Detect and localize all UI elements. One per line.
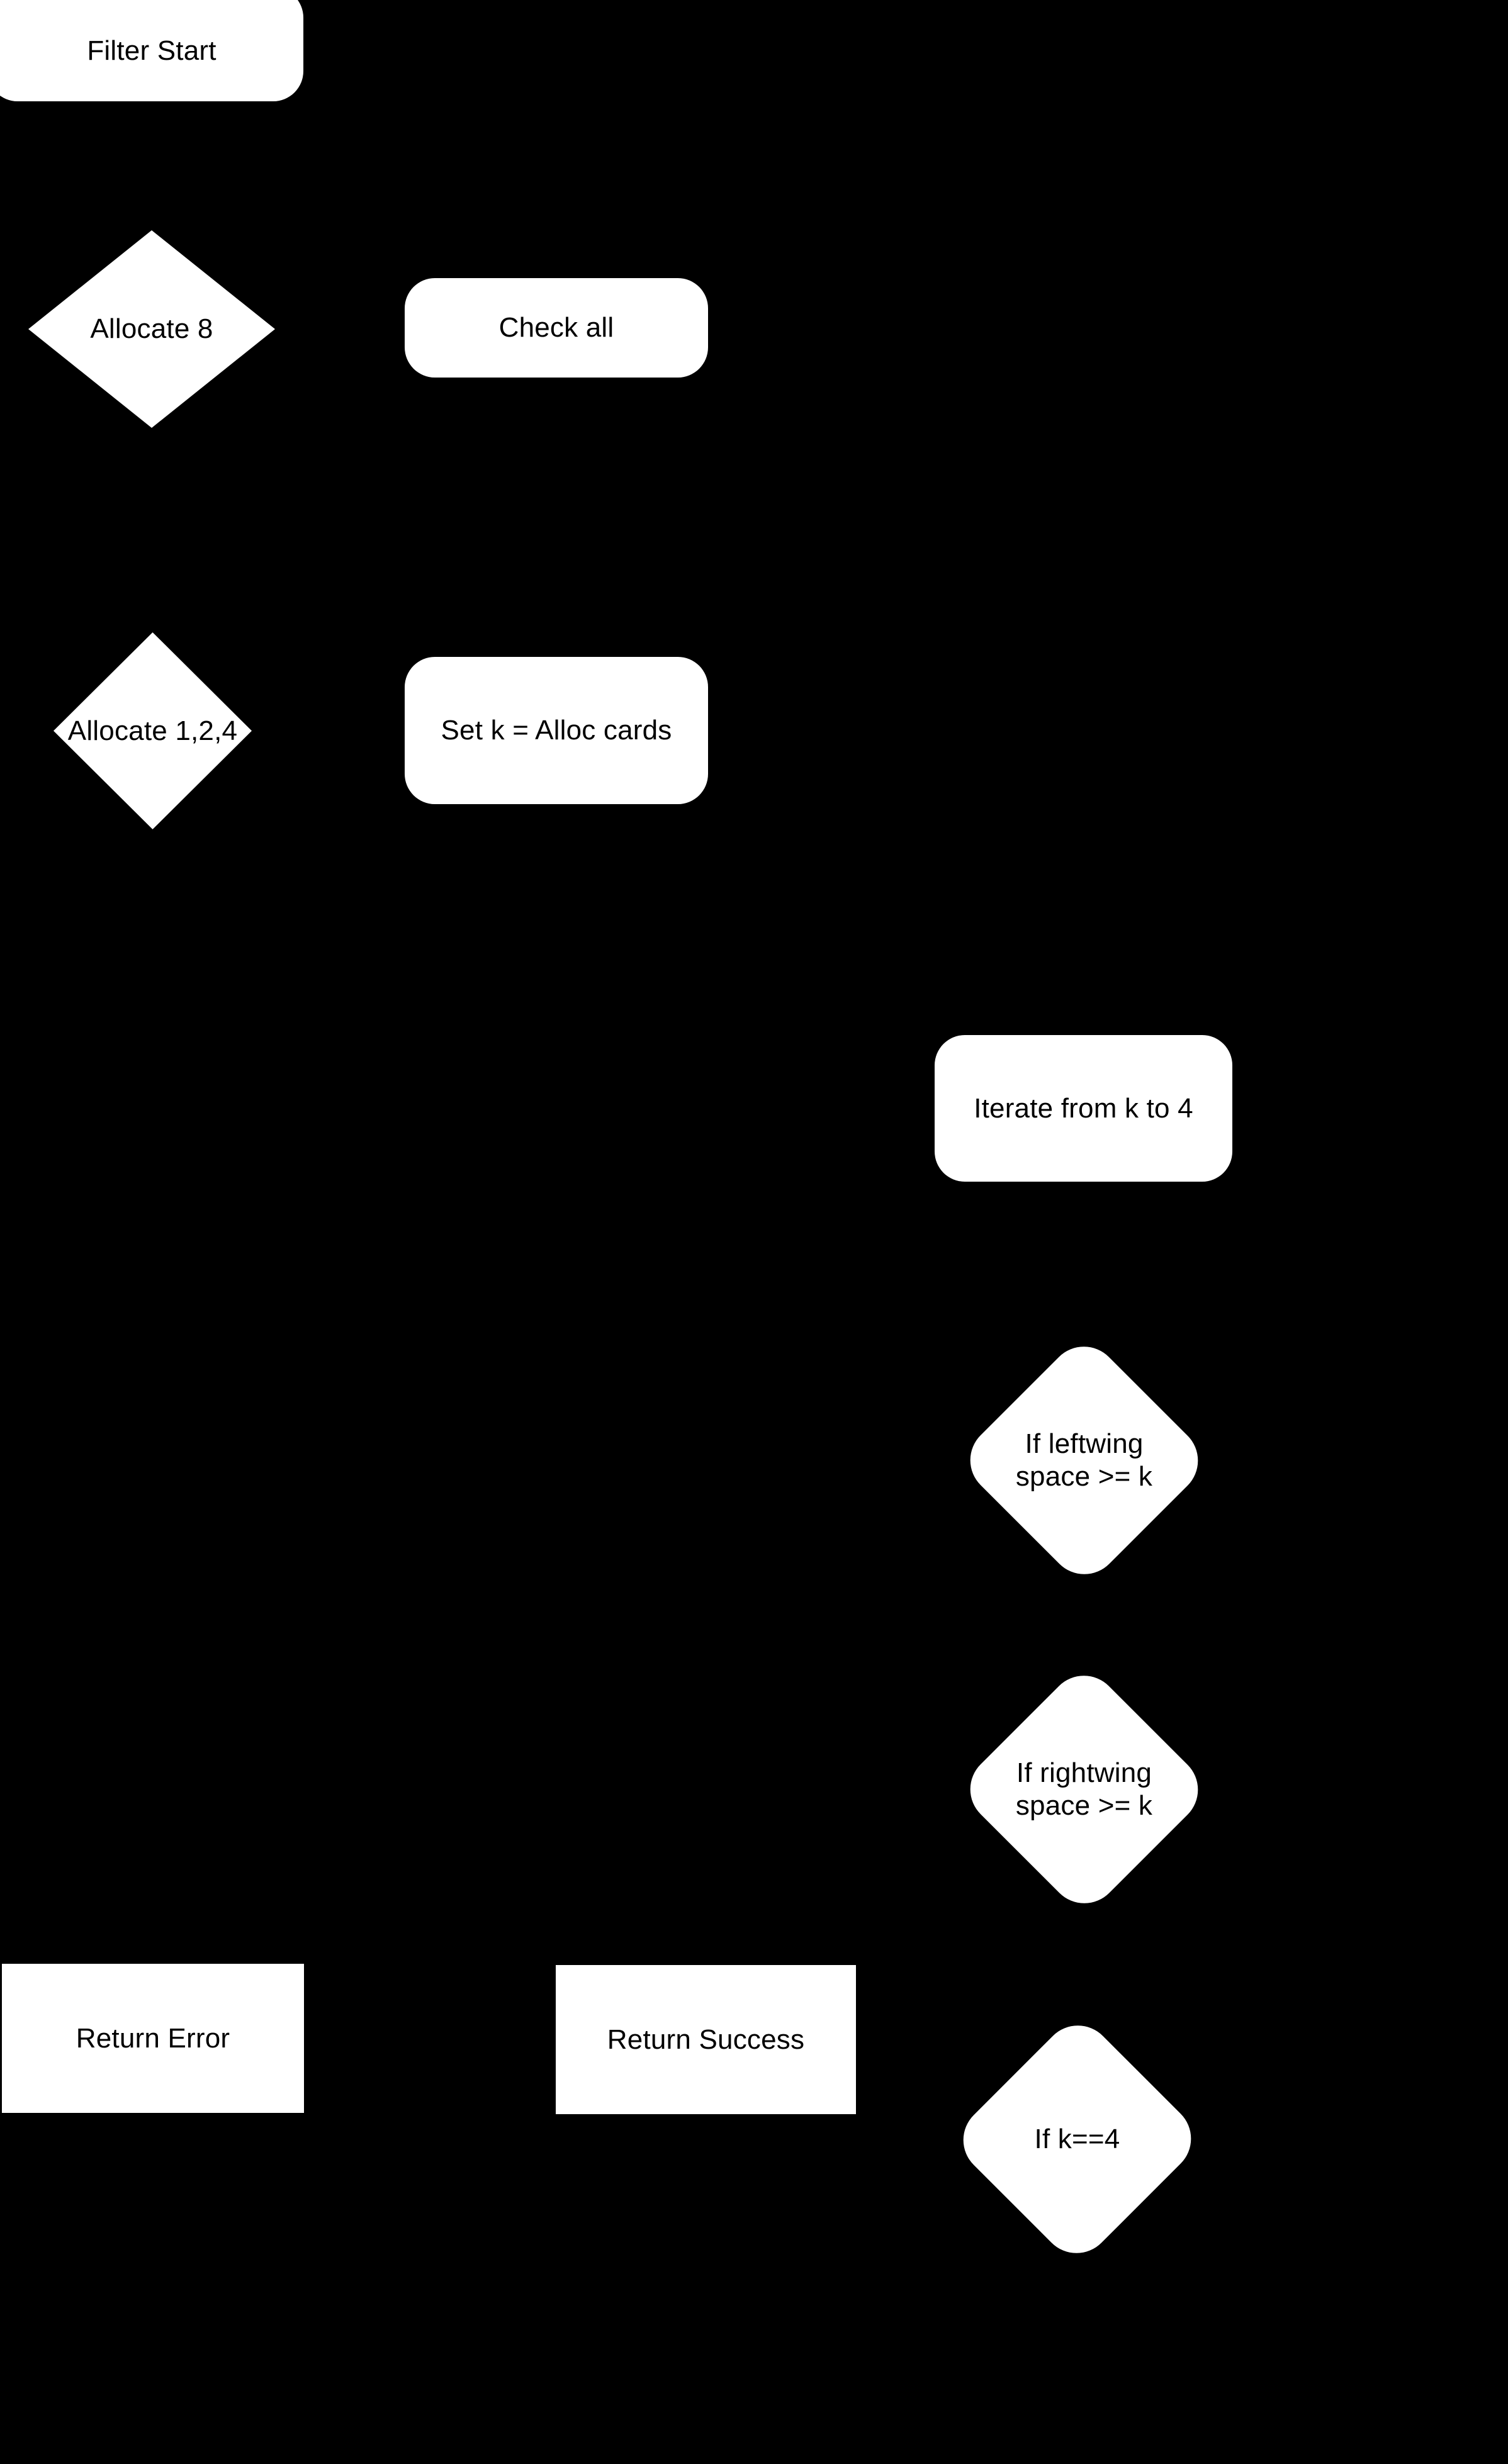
diamond-shape	[28, 230, 275, 428]
node-check-all[interactable]: Check all	[405, 278, 708, 378]
node-set-k[interactable]: Set k = Alloc cards	[405, 657, 708, 804]
node-iterate-k-to-4[interactable]: Iterate from k to 4	[935, 1035, 1232, 1182]
node-return-error[interactable]: Return Error	[2, 1964, 304, 2113]
node-if-rightwing-space[interactable]: If rightwing space >= k	[955, 1660, 1213, 1918]
node-if-leftwing-space[interactable]: If leftwing space >= k	[955, 1331, 1213, 1589]
rounded-rectangle-shape	[0, 0, 303, 101]
node-allocate-8[interactable]: Allocate 8	[28, 230, 275, 428]
rounded-rectangle-shape	[405, 278, 708, 378]
rounded-rectangle-shape	[405, 657, 708, 804]
rounded-diamond-shape	[955, 1660, 1213, 1918]
rounded-diamond-shape	[948, 2010, 1206, 2268]
node-if-k-equals-4[interactable]: If k==4	[948, 2010, 1206, 2268]
node-allocate-124[interactable]: Allocate 1,2,4	[53, 632, 252, 829]
rectangle-shape	[556, 1965, 856, 2114]
rectangle-shape	[2, 1964, 304, 2113]
rounded-diamond-shape	[955, 1331, 1213, 1589]
node-filter-start[interactable]: Filter Start	[0, 0, 303, 101]
rounded-rectangle-shape	[935, 1035, 1232, 1182]
node-return-success[interactable]: Return Success	[556, 1965, 856, 2114]
diamond-shape	[53, 632, 252, 829]
